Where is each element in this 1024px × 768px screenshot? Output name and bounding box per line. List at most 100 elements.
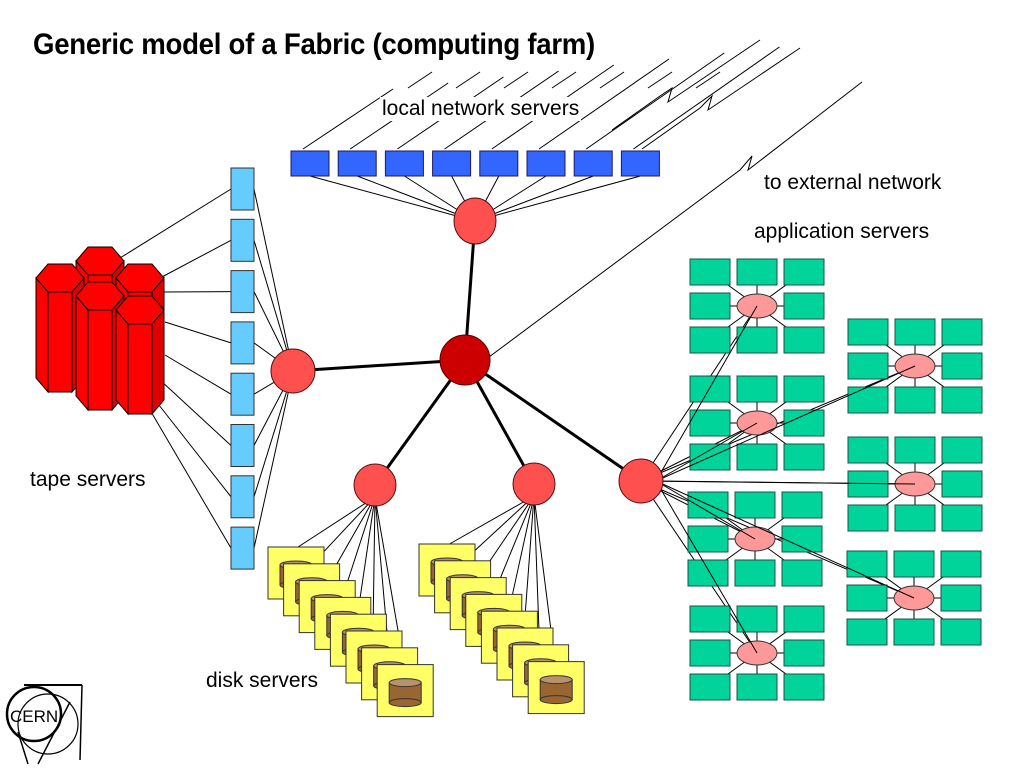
tape-switch <box>270 348 316 394</box>
disk-cylinder-bottom <box>388 698 422 708</box>
disk-server-link <box>356 496 376 617</box>
application-servers-group <box>655 258 983 701</box>
silo-front <box>47 291 73 393</box>
application-server <box>894 504 936 532</box>
disk-server-link <box>372 496 376 634</box>
backbone-link <box>373 359 467 486</box>
external-link-line <box>503 71 529 89</box>
disk-server-link <box>507 495 535 614</box>
tape-server <box>230 321 255 365</box>
silo-front <box>127 323 153 415</box>
disk-cylinder-top <box>539 675 573 685</box>
external-link-line <box>641 47 801 150</box>
application-server <box>736 605 778 633</box>
local-server-link <box>309 175 476 222</box>
tape-robot-link <box>119 188 232 259</box>
application-server <box>941 386 983 414</box>
cern-logo-orbit <box>17 693 79 755</box>
tape-server <box>230 270 255 314</box>
application-server <box>781 559 823 587</box>
local-network-server <box>432 150 472 177</box>
cern-logo-stroke <box>79 684 83 761</box>
tape-robot-link <box>154 399 232 498</box>
silo-side <box>35 276 49 394</box>
application-server <box>846 584 888 612</box>
external-network-label: to external network <box>762 171 944 195</box>
external-link-line <box>484 81 863 361</box>
application-server <box>781 525 823 553</box>
cern-logo-text: CERN <box>10 707 58 726</box>
application-server <box>846 550 888 578</box>
application-server <box>689 326 731 354</box>
application-server <box>847 318 889 346</box>
application-server <box>783 326 825 354</box>
app-cluster-link <box>655 480 915 599</box>
disk-cylinder-bottom <box>539 695 573 705</box>
local-network-server <box>384 150 424 177</box>
local-network-server <box>620 150 660 177</box>
application-server <box>783 639 825 667</box>
application-server <box>847 504 889 532</box>
application-switch <box>618 458 664 504</box>
local-network-server <box>526 150 566 177</box>
application-server <box>941 504 983 532</box>
local-network-server <box>479 150 519 177</box>
core-switch <box>439 334 491 386</box>
tape-server <box>230 475 255 519</box>
tape-server-link <box>253 370 294 549</box>
tape-server-link <box>253 188 294 372</box>
app-cluster-link <box>655 305 758 482</box>
silo-top <box>75 246 125 276</box>
app-cluster-link <box>655 422 758 482</box>
backbone-link <box>292 358 466 373</box>
tape-servers-group <box>230 167 255 570</box>
local-network-servers-group <box>290 150 660 177</box>
application-server <box>941 470 983 498</box>
external-link-line <box>551 71 577 89</box>
application-server <box>736 673 778 701</box>
application-server <box>940 618 982 646</box>
cern-logo: CERN <box>5 684 83 765</box>
disk-server-group <box>267 496 434 718</box>
disk-server-link <box>445 495 535 547</box>
external-link-line <box>695 71 721 89</box>
application-server-cluster <box>689 258 825 354</box>
tape-robot-link <box>159 379 232 446</box>
cern-logo-stroke <box>17 731 29 765</box>
application-server <box>847 352 889 380</box>
application-server <box>894 436 936 464</box>
application-server <box>846 618 888 646</box>
disk-server-link <box>533 495 541 647</box>
application-server <box>687 525 729 553</box>
silo-side <box>115 308 129 416</box>
silo-top <box>75 281 125 311</box>
local-network-server <box>337 150 377 177</box>
tape-robot-link <box>159 239 232 279</box>
app-cluster-link <box>655 480 758 654</box>
application-server <box>940 550 982 578</box>
application-server <box>894 386 936 414</box>
application-server-cluster <box>847 436 983 532</box>
tape-servers-label: tape servers <box>28 468 148 492</box>
disk-server-link <box>523 495 535 631</box>
application-server <box>941 352 983 380</box>
local-network-servers-label: local network servers <box>380 97 582 121</box>
application-server-cluster <box>847 318 983 414</box>
silo-top <box>35 263 85 293</box>
tape-robot-link <box>164 354 232 395</box>
tape-robot <box>35 246 165 416</box>
application-server <box>893 618 935 646</box>
tape-robot-link <box>164 321 232 344</box>
application-servers-label: application servers <box>752 220 932 244</box>
application-server <box>689 258 731 286</box>
application-server <box>689 409 731 437</box>
application-server-cluster <box>687 491 823 587</box>
disk-switch <box>512 462 556 506</box>
application-server <box>689 292 731 320</box>
application-server <box>734 491 776 519</box>
external-link-line <box>455 71 481 89</box>
external-link-line <box>538 58 670 150</box>
silo-top <box>115 295 165 325</box>
application-server <box>689 375 731 403</box>
